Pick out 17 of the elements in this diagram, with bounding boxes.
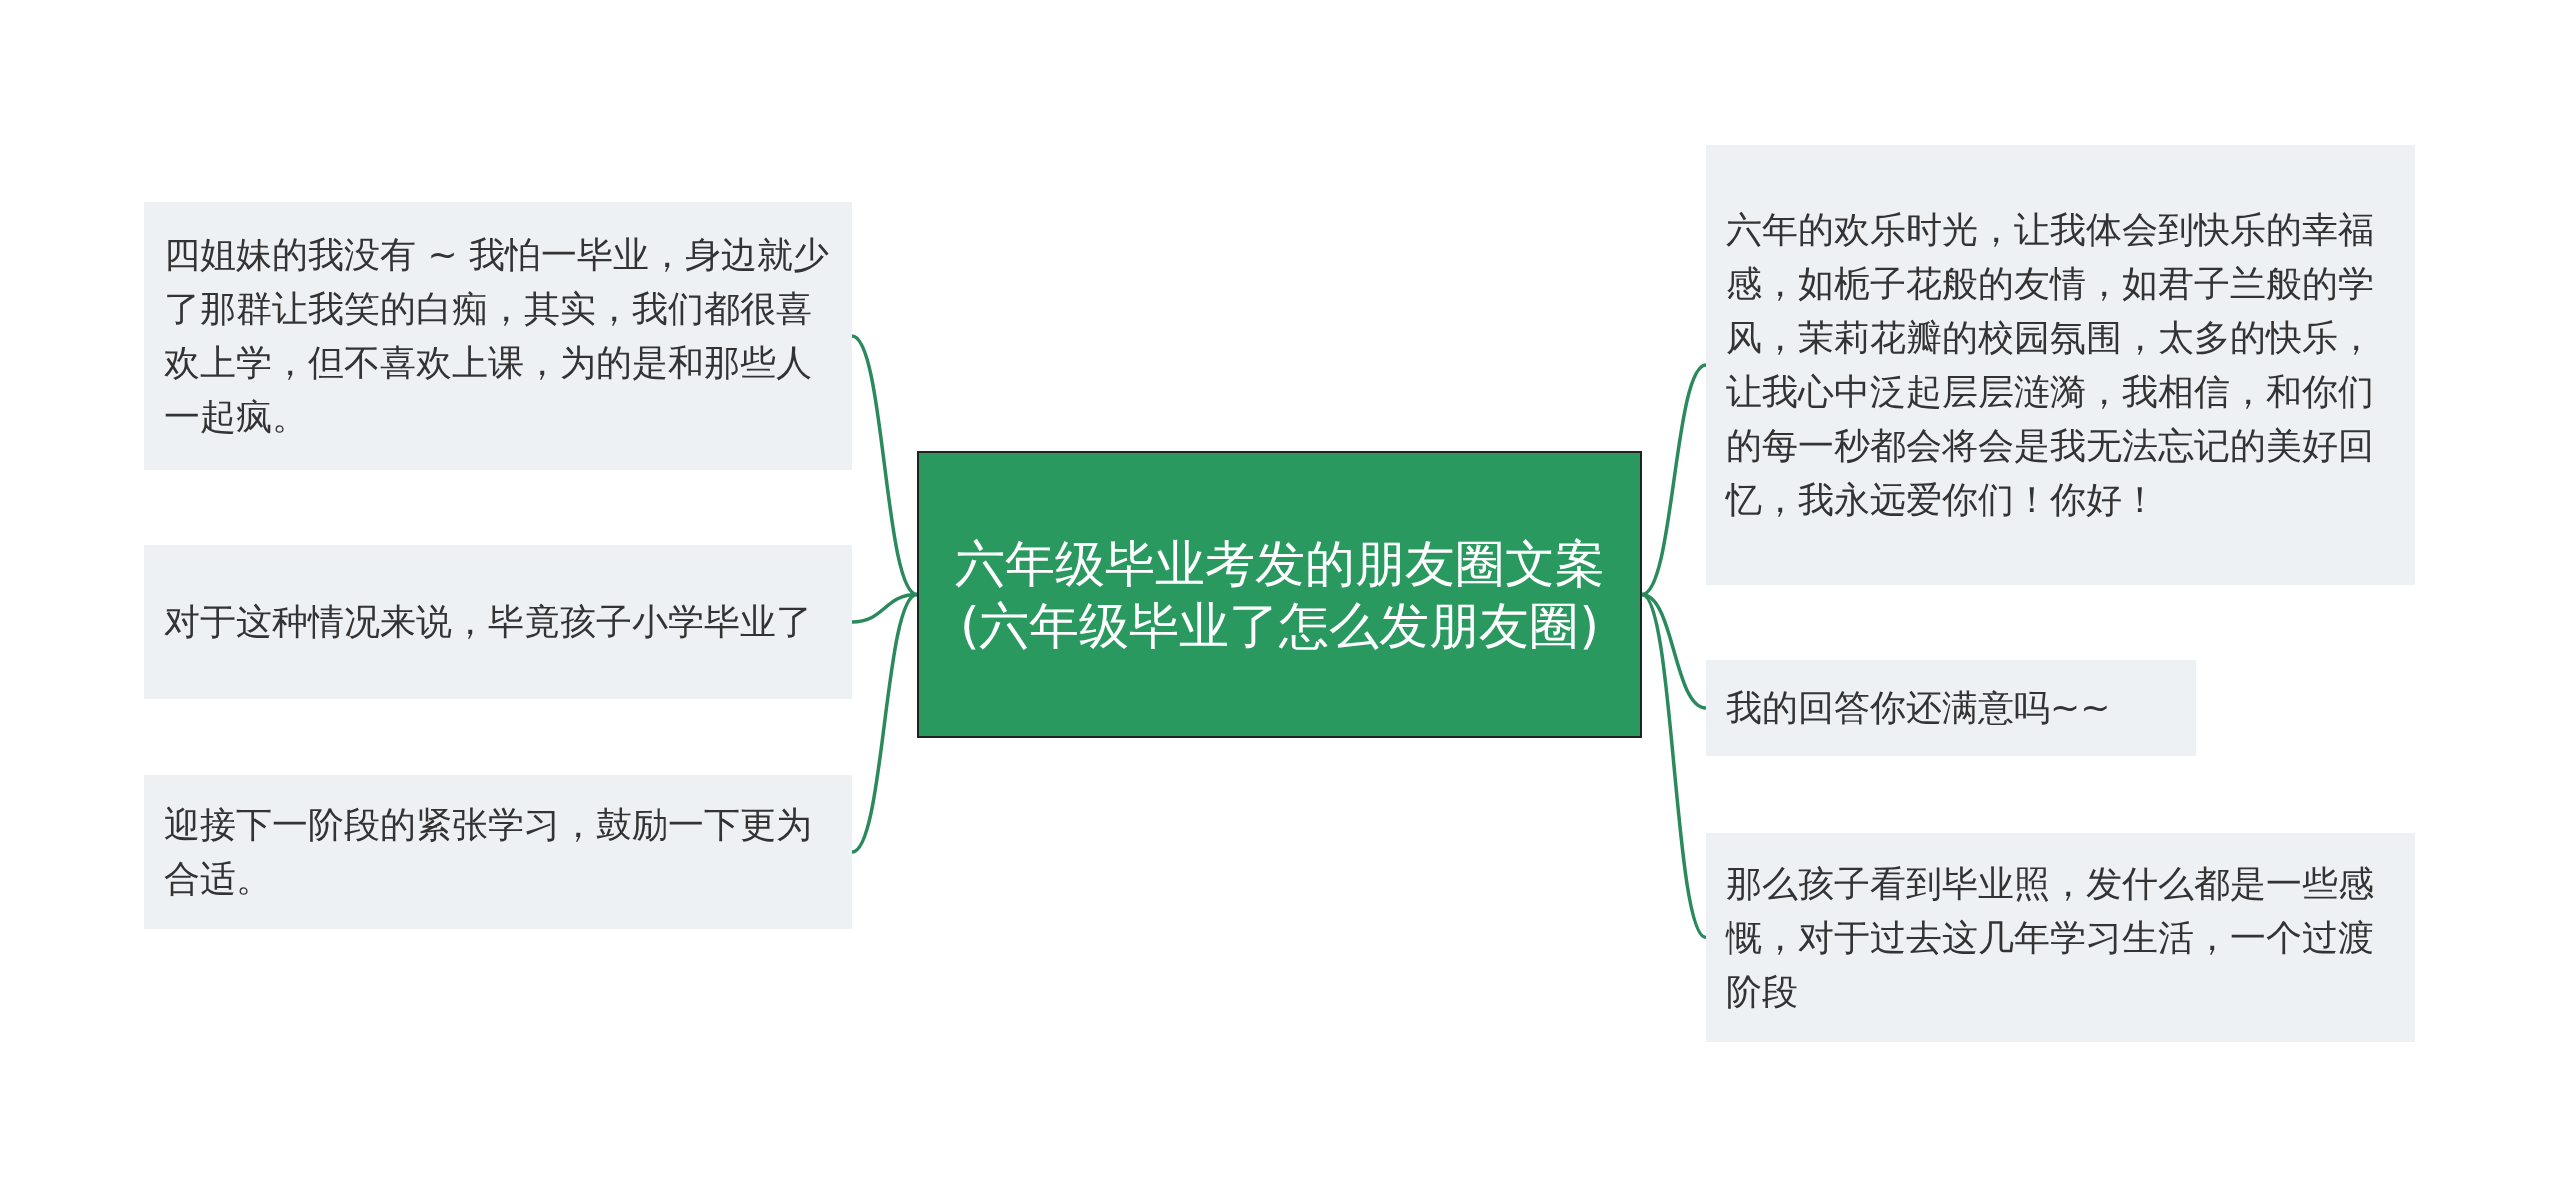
topic-box (917, 451, 1642, 738)
connector-line (1641, 363, 1707, 596)
connector-line (851, 334, 918, 596)
connector-line (851, 593, 918, 854)
card-text: 那么孩子看到毕业照，发什么都是一些感慨，对于过去这几年学习生活，一个过渡阶段 (1726, 861, 2375, 1014)
text-card (144, 202, 852, 470)
card-text: 四姐妹的我没有 ~ 我怕一毕业，身边就少了那群让我笑的白痴，其实，我们都很喜欢上学，但不喜欢上课，为的是和那些人一起疯。 (164, 233, 831, 439)
text-card (1706, 660, 2196, 756)
text-card (1706, 145, 2415, 585)
text-card (144, 775, 852, 929)
card-text: 迎接下一阶段的紧张学习，鼓励一下更为合适。 (164, 803, 813, 901)
topic-title: 六年级毕业考发的朋友圈文案(六年级毕业了怎么发朋友圈) (953, 533, 1606, 657)
card-text: 我的回答你还满意吗~~ (1726, 686, 2111, 730)
text-card (1706, 833, 2415, 1042)
card-text: 对于这种情况来说，毕竟孩子小学毕业了 (164, 600, 812, 644)
card-text: 六年的欢乐时光，让我体会到快乐的幸福感，如栀子花般的友情，如君子兰般的学风，茉莉花瓣的校园氛围，太多的快乐，让我心中泛起层层涟漪，我相信，和你们的每一秒都会将会是我无法忘记的美好回忆，我永远爱你们！你好！ (1726, 208, 2375, 522)
text-card (144, 545, 852, 699)
